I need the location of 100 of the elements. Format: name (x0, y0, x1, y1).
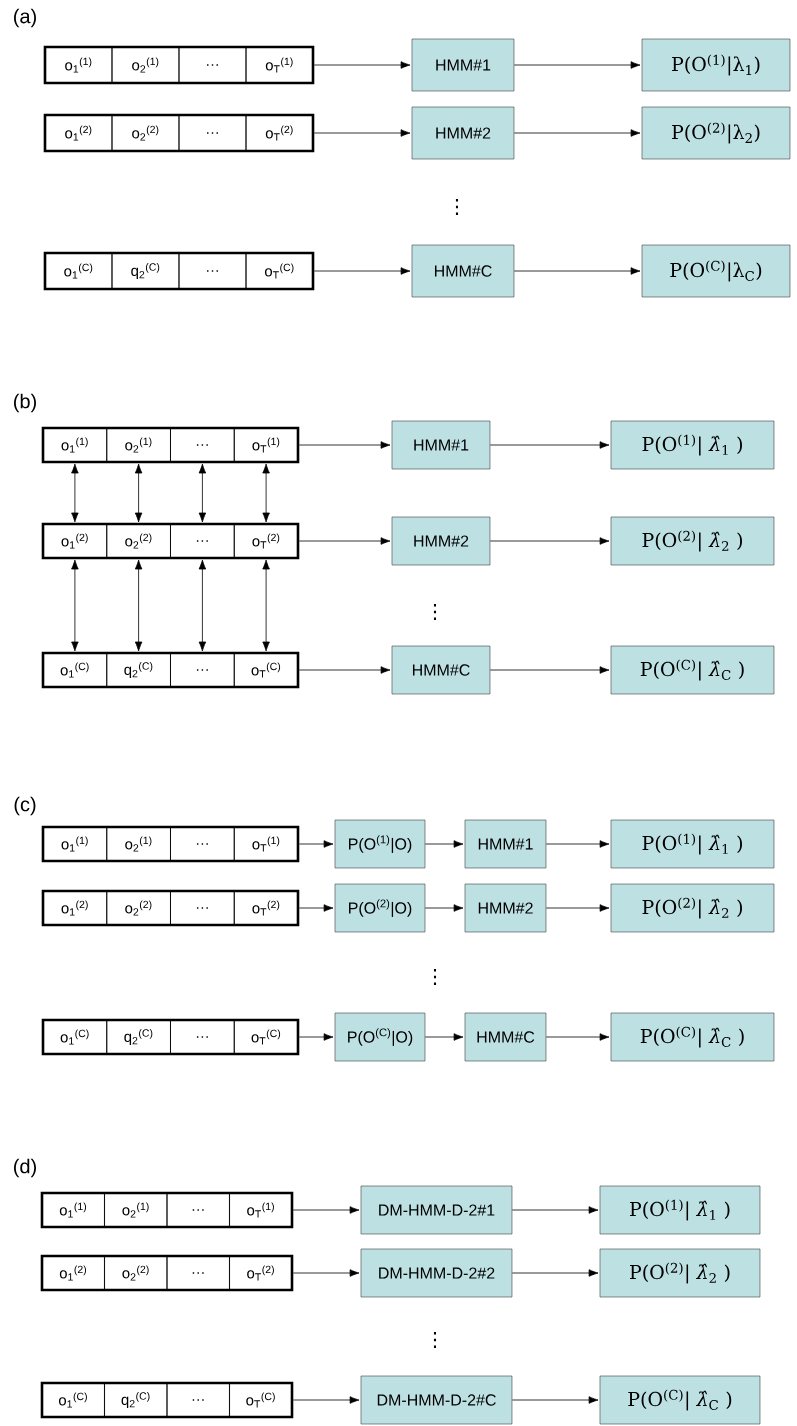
probability-box: P(O$^{(1)}$| λ̂$_{1}$ ) (610, 420, 775, 470)
double-arrow (134, 463, 143, 523)
probability-box: P(O$^{(2)}$| λ̂$_{2}$ ) (610, 883, 775, 933)
arrow (489, 537, 610, 545)
process-box: HMM#2 (464, 883, 547, 933)
vertical-ellipsis: ⋮ (433, 1331, 436, 1349)
probability-box: P(O$^{(2)}$|λ$_{2}$) (641, 106, 791, 160)
process-box: DM-HMM-D-2#2 (360, 1248, 513, 1298)
arrow (489, 666, 610, 674)
sequence-cell: … (170, 1019, 235, 1055)
process-box: HMM#2 (411, 106, 515, 160)
sequence-cell: o$_{T}$(1) (229, 1192, 293, 1228)
panel-label: (d) (14, 1158, 36, 1178)
process-box: HMM#1 (391, 420, 491, 470)
sequence-cell: … (166, 1192, 230, 1228)
sequence-cell: o$_{2}$(1) (106, 427, 171, 463)
process-box: HMM#2 (391, 516, 491, 566)
sequence-cell: o$_{1}$(2) (42, 890, 108, 926)
sequence-cell: o$_{2}$(2) (104, 1255, 168, 1291)
arrow (489, 441, 610, 449)
arrow (513, 129, 641, 137)
sequence-cell: o$_{1}$(2) (41, 1255, 105, 1291)
sequence-cell: q$_{2}$(C) (106, 652, 171, 688)
process-box: HMM#C (411, 244, 515, 298)
arrow (513, 61, 641, 69)
double-arrow (262, 463, 270, 523)
sequence-cell: o$_{T}$(C) (233, 652, 299, 688)
vertical-ellipsis: ⋮ (433, 968, 436, 986)
probability-box: P(O$^{(1)}$| λ̂$_{1}$ ) (599, 1185, 761, 1235)
sequence-cell: o$_{1}$(2) (42, 523, 108, 559)
sequence-cell: o$_{T}$(C) (245, 252, 314, 290)
probability-box: P(O$^{(C)}$|λ$_{C}$) (641, 244, 791, 298)
probability-box: P(O$^{(1)}$|λ$_{1}$) (641, 38, 791, 92)
sequence-cell: … (170, 652, 235, 688)
probability-box: P(O$^{(C)}$| λ̂$_{C}$ ) (610, 1012, 775, 1062)
sequence-cell: … (170, 523, 235, 559)
process-box: HMM#1 (411, 38, 515, 92)
sequence-cell: o$_{T}$(2) (229, 1255, 293, 1291)
panel-label: (b) (14, 393, 36, 413)
arrow (298, 840, 334, 848)
sequence-cell: o$_{2}$(1) (106, 826, 171, 862)
double-arrow (198, 559, 207, 652)
sequence-cell: o$_{1}$(C) (42, 652, 108, 688)
process-box: DM-HMM-D-2#1 (360, 1185, 513, 1235)
vertical-ellipsis: ⋮ (433, 603, 436, 621)
sequence-cell: o$_{T}$(1) (233, 826, 299, 862)
sequence-cell: … (178, 46, 247, 84)
arrow (313, 61, 411, 69)
arrow (511, 1396, 599, 1404)
sequence-cell: o$_{2}$(1) (104, 1192, 168, 1228)
sequence-cell: o$_{T}$(1) (233, 427, 299, 463)
sequence-cell: … (166, 1255, 230, 1291)
sequence-cell: o$_{T}$(1) (245, 46, 314, 84)
sequence-cell: o$_{1}$(2) (44, 114, 113, 152)
vertical-ellipsis: ⋮ (455, 198, 458, 216)
sequence-cell: o$_{1}$(1) (44, 46, 113, 84)
arrow (292, 1396, 360, 1404)
sequence-cell: o$_{1}$(C) (44, 252, 113, 290)
process-box: HMM#C (464, 1012, 547, 1062)
process-box: HMM#C (391, 645, 491, 695)
sequence-cell: o$_{1}$(C) (42, 1019, 108, 1055)
arrow (545, 1033, 610, 1041)
arrow (511, 1269, 599, 1277)
sequence-cell: o$_{1}$(1) (42, 826, 108, 862)
double-arrow (71, 559, 79, 652)
sequence-cell: o$_{T}$(2) (233, 890, 299, 926)
sequence-cell: q$_{2}$(C) (104, 1382, 168, 1418)
arrow (292, 1206, 360, 1214)
sequence-cell: o$_{T}$(2) (233, 523, 299, 559)
process-box: HMM#1 (464, 819, 547, 869)
process-box: DM-HMM-D-2#C (360, 1375, 513, 1425)
sequence-cell: q$_{2}$(C) (111, 252, 180, 290)
sequence-cell: o$_{2}$(2) (111, 114, 180, 152)
double-arrow (134, 559, 143, 652)
arrow (298, 537, 391, 545)
double-arrow (262, 559, 270, 652)
arrow (513, 267, 641, 275)
sequence-cell: … (178, 252, 247, 290)
sequence-cell: o$_{2}$(1) (111, 46, 180, 84)
probability-box: P(O$^{(C)}$| λ̂$_{C}$ ) (610, 645, 775, 695)
arrow (292, 1269, 360, 1277)
double-arrow (71, 463, 79, 523)
sequence-cell: o$_{1}$(1) (42, 427, 108, 463)
sequence-cell: … (166, 1382, 230, 1418)
arrow (298, 441, 391, 449)
sequence-cell: … (178, 114, 247, 152)
arrow (313, 129, 411, 137)
sequence-cell: … (170, 826, 235, 862)
arrow (298, 666, 391, 674)
sequence-cell: q$_{2}$(C) (106, 1019, 171, 1055)
process-box: P(O$^{(2)}$|O) (334, 883, 426, 933)
sequence-cell: o$_{2}$(2) (106, 890, 171, 926)
process-box: P(O$^{(1)}$|O) (334, 819, 426, 869)
arrow (298, 1033, 334, 1041)
sequence-cell: o$_{2}$(2) (106, 523, 171, 559)
arrow (545, 904, 610, 912)
arrow (424, 840, 464, 848)
sequence-cell: o$_{T}$(2) (245, 114, 314, 152)
sequence-cell: … (170, 427, 235, 463)
sequence-cell: o$_{T}$(C) (229, 1382, 293, 1418)
